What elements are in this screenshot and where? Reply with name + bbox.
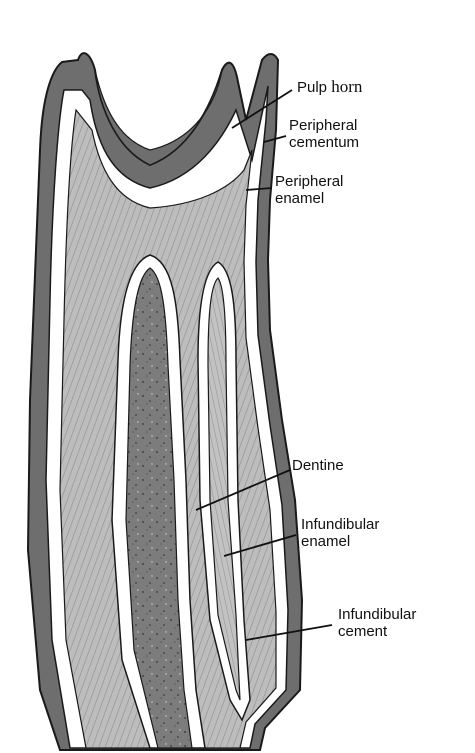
infundibular-cement-right [207,277,241,701]
label-pulp-horn-word1: Pulp [297,79,328,96]
label-peripheral-cementum-line2: cementum [289,134,360,151]
occlusal-cementum-cap [94,69,223,166]
label-pulp-horn: Pulp horn [297,78,362,96]
pointer-infundibular-enamel [223,534,297,557]
label-pulp-horn-word2: horn [331,77,363,96]
label-infundibular-enamel-line2: enamel [301,533,351,550]
label-dentine: Dentine [292,457,344,474]
pointer-pulp-horn [231,89,293,129]
label-peripheral-cementum: Peripheral cementum [289,117,359,151]
infundibular-cement-left [125,267,193,749]
pointer-dentine [195,469,291,511]
label-infundibular-enamel: Infundibular enamel [301,516,379,550]
label-infundibular-cement: Infundibular cement [338,606,416,640]
label-dentine-line1: Dentine [292,457,344,474]
pointer-infundibular-cement [245,624,333,641]
label-infundibular-enamel-line1: Infundibular [301,516,380,533]
label-infundibular-cement-line1: Infundibular [338,606,417,623]
label-infundibular-cement-line2: cement [338,623,388,640]
label-peripheral-enamel-line2: enamel [275,190,325,207]
label-peripheral-cementum-line1: Peripheral [289,117,358,134]
label-peripheral-enamel-line1: Peripheral [275,173,344,190]
pointer-peripheral-cementum [263,135,287,143]
pointer-peripheral-enamel [245,187,273,191]
label-peripheral-enamel: Peripheral enamel [275,173,343,207]
